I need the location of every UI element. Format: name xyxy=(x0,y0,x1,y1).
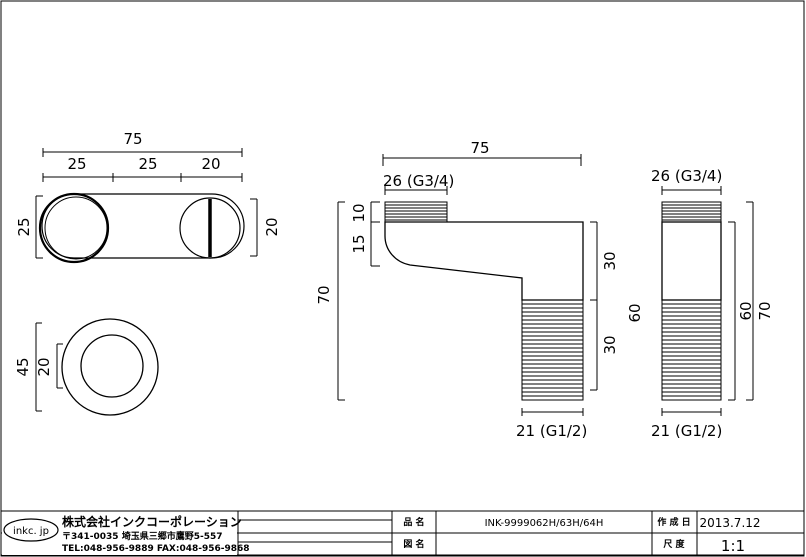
side-30a-dim: 30 xyxy=(601,251,619,270)
side-view xyxy=(337,154,598,416)
date-label: 作 成 日 xyxy=(657,516,690,528)
top-middle-dim: 25 xyxy=(138,155,157,173)
top-overall-dim: 75 xyxy=(123,130,142,148)
side-30b-dim: 30 xyxy=(601,335,619,354)
front-view xyxy=(661,186,754,416)
top-right-dim: 20 xyxy=(201,155,220,173)
company-contact: TEL:048-956-9889 FAX:048-956-9868 xyxy=(62,544,250,554)
front-70-dim: 70 xyxy=(756,301,774,320)
side-60-dim: 60 xyxy=(626,303,644,322)
scale-value: 1:1 xyxy=(721,537,745,555)
logo-badge xyxy=(3,518,59,542)
scale-label: 尺 度 xyxy=(663,538,685,550)
ring-outer-dim: 45 xyxy=(14,357,32,376)
front-thread-bottom-dim: 21 (G1/2) xyxy=(651,422,722,440)
side-70-dim: 70 xyxy=(315,285,333,304)
company-name: 株式会社インクコーポレーション xyxy=(62,514,242,529)
part-name-value: INK-9999062H/63H/64H xyxy=(485,518,604,529)
part-name-label: 品 名 xyxy=(403,516,424,528)
front-60-dim: 60 xyxy=(737,301,755,320)
drawing-name-label: 図 名 xyxy=(403,538,424,550)
logo-text: inkc. jp xyxy=(13,526,49,537)
front-thread-top-dim: 26 (G3/4) xyxy=(651,167,722,185)
ring-inner-dim: 20 xyxy=(35,357,53,376)
date-value: 2013.7.12 xyxy=(699,516,760,530)
side-overall-dim: 75 xyxy=(470,139,489,157)
company-address: 〒341-0035 埼玉県三郷市鷹野5-557 xyxy=(62,530,223,542)
ring-view xyxy=(35,318,159,416)
top-left-dim: 25 xyxy=(67,155,86,173)
side-10-dim: 10 xyxy=(350,203,368,222)
side-15-dim: 15 xyxy=(350,234,368,253)
top-height-left-dim: 25 xyxy=(15,217,33,236)
top-height-right-dim: 20 xyxy=(263,217,281,236)
side-thread-top-dim: 26 (G3/4) xyxy=(383,172,454,190)
side-thread-bottom-dim: 21 (G1/2) xyxy=(516,422,587,440)
top-view xyxy=(35,148,258,264)
